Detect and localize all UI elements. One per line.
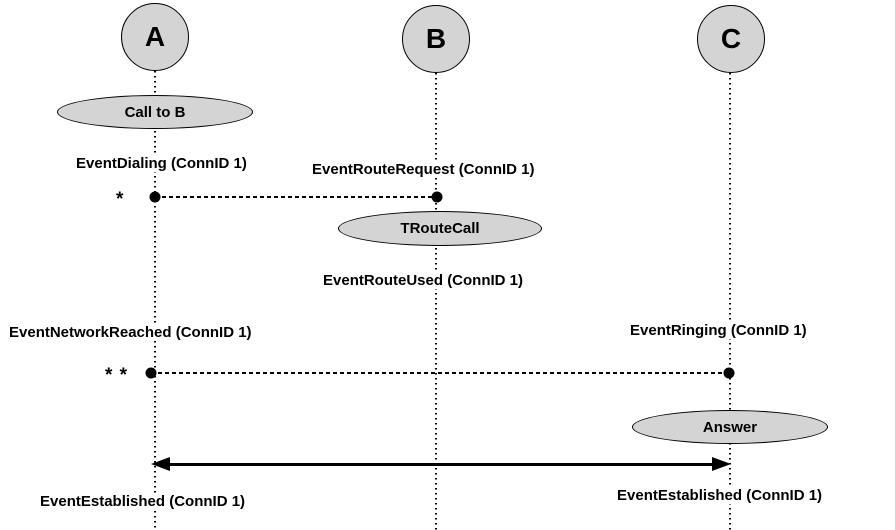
established-connection-arrow xyxy=(166,463,715,466)
arrowhead-right-icon xyxy=(712,457,731,471)
event-label-dialing: EventDialing (ConnID 1) xyxy=(75,155,248,173)
actor-node-a: A xyxy=(121,3,189,71)
lifeline-a xyxy=(154,71,156,530)
lifeline-b xyxy=(435,73,437,530)
endpoint-dot-b-msg1 xyxy=(431,191,443,203)
event-label-network-reached: EventNetworkReached (ConnID 1) xyxy=(8,324,253,342)
actor-node-c: C xyxy=(697,5,765,73)
action-oval-answer: Answer xyxy=(632,410,828,444)
event-label-established-c: EventEstablished (ConnID 1) xyxy=(616,487,824,505)
message-marker-double-asterisk: * * xyxy=(105,365,129,386)
event-label-route-used: EventRouteUsed (ConnID 1) xyxy=(322,272,525,290)
dashed-message-line-a-to-b xyxy=(155,196,437,198)
endpoint-dot-c-msg2 xyxy=(723,367,735,379)
event-label-established-a: EventEstablished (ConnID 1) xyxy=(39,493,247,511)
message-marker-single-asterisk: * xyxy=(116,189,125,210)
endpoint-dot-a-msg1 xyxy=(149,191,161,203)
arrowhead-left-icon xyxy=(151,457,170,471)
event-label-ringing: EventRinging (ConnID 1) xyxy=(629,322,808,340)
lifeline-c xyxy=(729,73,731,530)
action-oval-call-to-b: Call to B xyxy=(57,95,253,129)
endpoint-dot-a-msg2 xyxy=(145,367,157,379)
dashed-message-line-a-to-c xyxy=(151,372,730,374)
actor-node-b: B xyxy=(402,5,470,73)
event-label-route-request: EventRouteRequest (ConnID 1) xyxy=(311,161,536,179)
action-oval-troutecall: TRouteCall xyxy=(338,211,542,246)
